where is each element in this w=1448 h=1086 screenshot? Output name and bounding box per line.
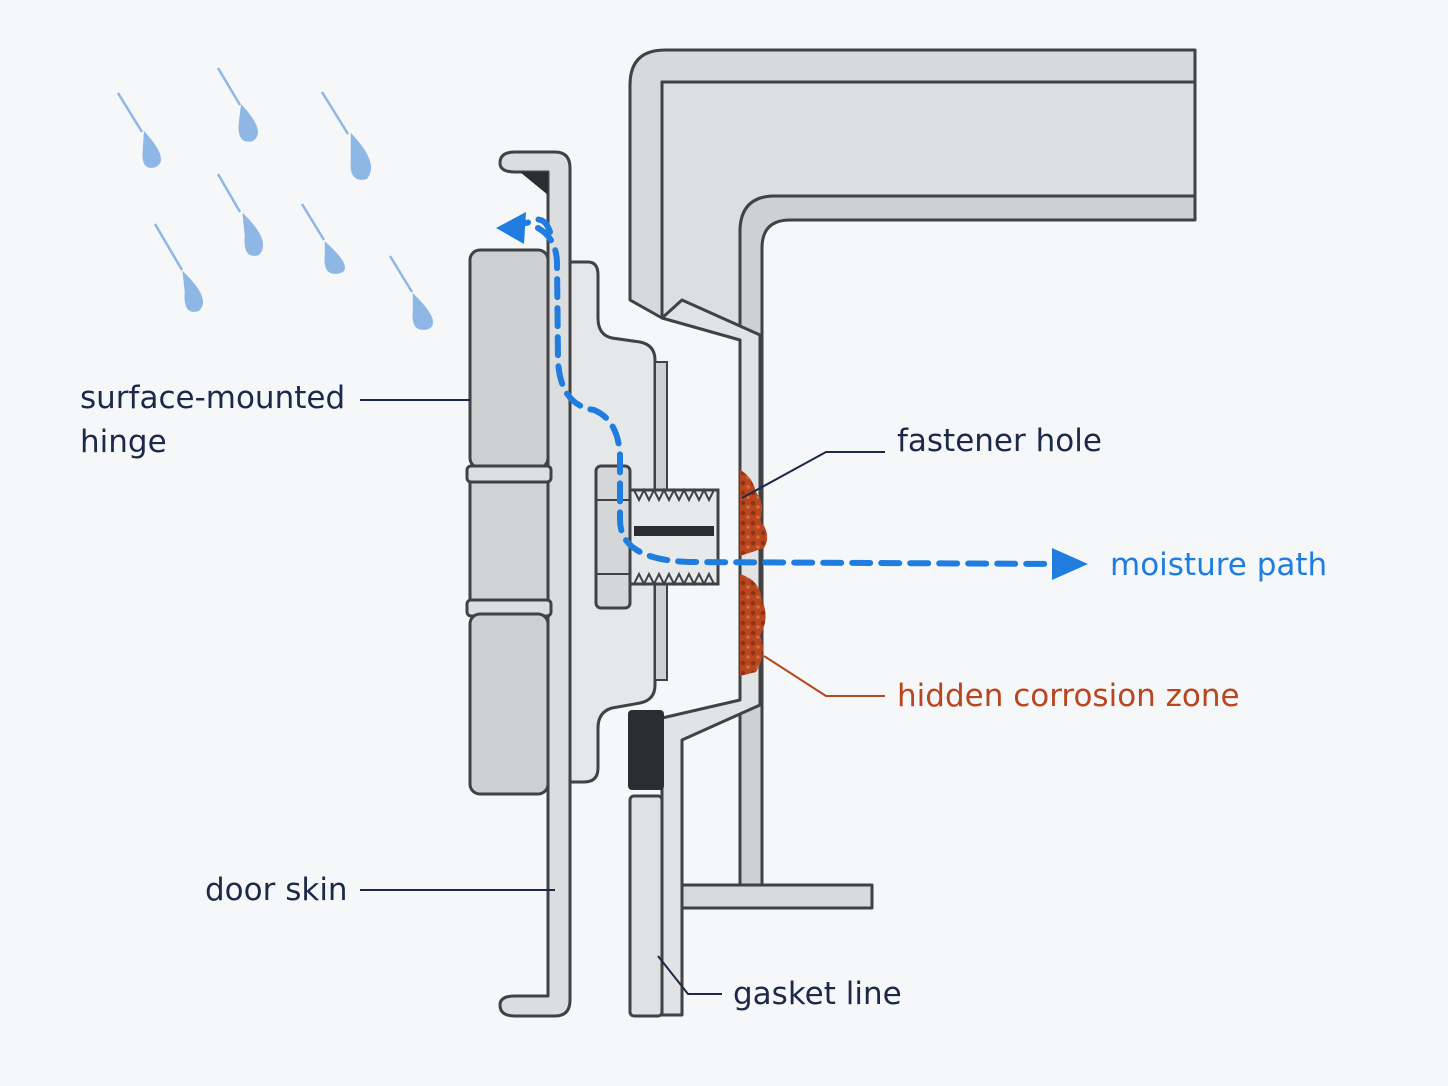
label-gasket-line: gasket line xyxy=(733,976,902,1012)
label-fastener-hole: fastener hole xyxy=(897,423,1102,459)
raindrop-icon xyxy=(216,173,263,256)
bolt-head xyxy=(594,464,632,610)
raindrop-icon xyxy=(216,67,258,142)
gasket-seal xyxy=(628,710,664,790)
label-hidden-corrosion-zone: hidden corrosion zone xyxy=(897,678,1240,714)
corrosion-deposit-lower xyxy=(740,574,766,676)
rain xyxy=(116,67,433,330)
hinge-barrel-middle xyxy=(468,480,550,604)
door-skin-edge-shadow xyxy=(520,172,548,195)
raindrop-icon xyxy=(320,91,371,180)
hinge-barrel-bottom xyxy=(468,612,550,796)
hinge-barrel-top xyxy=(468,248,550,470)
body-frame-flange xyxy=(738,194,1197,887)
label-surface-mounted-hinge: surface-mounted hinge xyxy=(80,380,346,460)
raindrop-icon xyxy=(300,203,345,274)
leader-corrosion-zone xyxy=(763,655,885,697)
hinge-knuckle-mid xyxy=(465,464,553,484)
label-moisture-path: moisture path xyxy=(1110,547,1328,583)
label-door-skin: door skin xyxy=(205,872,348,908)
raindrop-icon xyxy=(388,255,433,330)
gasket-strip xyxy=(628,794,664,1018)
door-skin-panel xyxy=(498,150,572,1018)
frame-bottom-ledge xyxy=(680,883,874,910)
arrowhead-icon xyxy=(496,212,526,244)
threaded-shank xyxy=(628,487,720,587)
leader-fastener-hole xyxy=(741,451,885,499)
corrosion-deposit-upper xyxy=(740,470,768,556)
raindrop-icon xyxy=(153,223,203,312)
leader-gasket-line xyxy=(657,955,722,995)
moisture-path-line xyxy=(502,216,1063,567)
arrowhead-icon xyxy=(1052,548,1088,580)
raindrop-icon xyxy=(116,92,161,168)
